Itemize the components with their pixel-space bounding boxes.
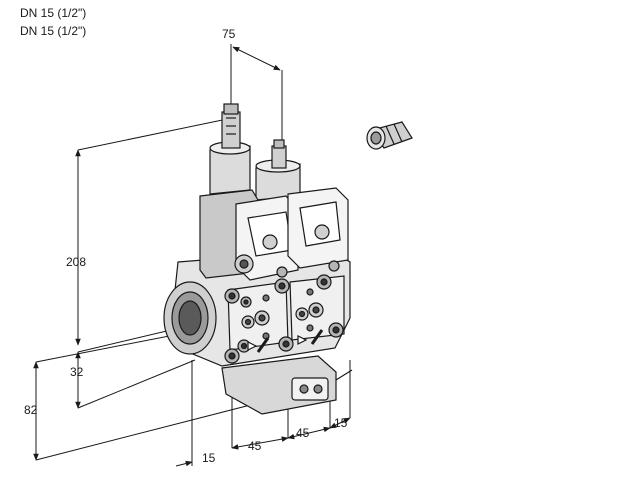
screws: [224, 274, 344, 364]
size-label-2: DN 15 (1/2"): [20, 24, 87, 38]
dim-width-b: 45: [296, 426, 310, 440]
dim-height-total: 208: [66, 255, 86, 269]
valve-assembly: [163, 103, 353, 415]
dim-offset-left: 15: [202, 451, 216, 465]
actuator-column-left: [209, 103, 251, 195]
dim-top-width: 75: [222, 27, 236, 41]
dimension-lines: [33, 44, 351, 467]
cable-gland: [366, 121, 413, 150]
inlet-port: [163, 281, 217, 355]
dim-height-inlet: 32: [70, 365, 84, 379]
dim-offset-right: 15: [334, 416, 348, 430]
solenoid-coil-right: [287, 187, 349, 269]
test-ports: [241, 288, 324, 340]
dim-width-a: 45: [248, 439, 262, 453]
actuator-column-right: [255, 139, 301, 201]
solenoid-coil-left: [199, 189, 299, 281]
size-label-1: DN 15 (1/2"): [20, 6, 87, 20]
dim-height-lower: 82: [24, 403, 38, 417]
